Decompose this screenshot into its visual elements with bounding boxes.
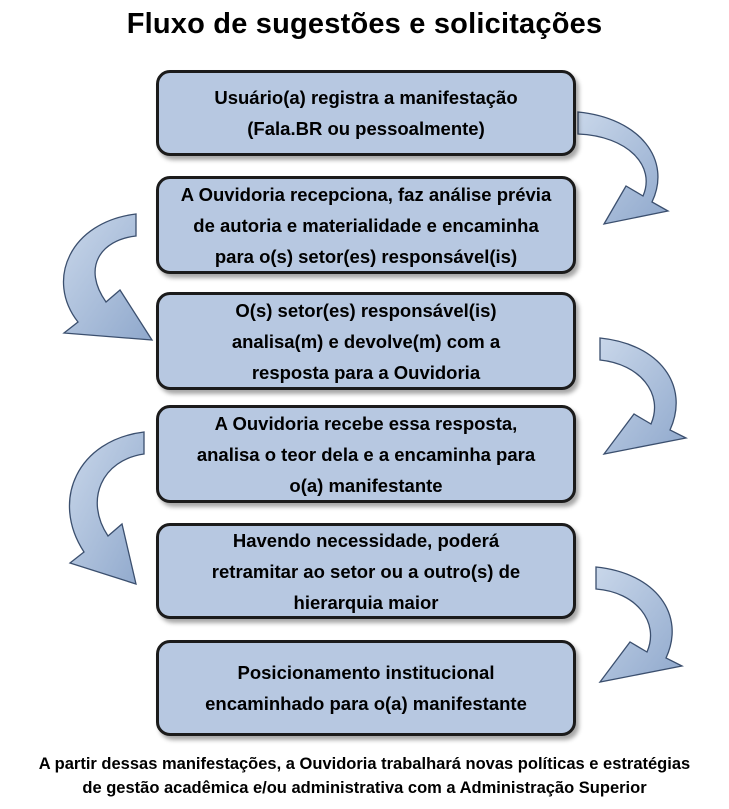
arrow-right-1 bbox=[577, 111, 670, 225]
step-1-text: Usuário(a) registra a manifestação (Fala… bbox=[214, 87, 518, 139]
step-4-box: A Ouvidoria recebe essa resposta, analis… bbox=[156, 405, 576, 503]
step-6-box: Posicionamento institucional encaminhado… bbox=[156, 640, 576, 736]
step-4-text: A Ouvidoria recebe essa resposta, analis… bbox=[196, 412, 536, 496]
step-1-box: Usuário(a) registra a manifestação (Fala… bbox=[156, 70, 576, 156]
arrow-left-1 bbox=[62, 213, 154, 341]
arrow-left-2 bbox=[68, 431, 145, 585]
step-5-text: Havendo necessidade, poderá retramitar a… bbox=[211, 529, 521, 613]
arrow-right-2 bbox=[599, 337, 688, 455]
step-5-box: Havendo necessidade, poderá retramitar a… bbox=[156, 523, 576, 619]
step-3-text: O(s) setor(es) responsável(is) analisa(m… bbox=[231, 299, 501, 383]
step-3-box: O(s) setor(es) responsável(is) analisa(m… bbox=[156, 292, 576, 390]
arrow-right-3 bbox=[595, 566, 684, 683]
footer-note: A partir dessas manifestações, a Ouvidor… bbox=[38, 755, 691, 797]
step-6-text: Posicionamento institucional encaminhado… bbox=[205, 662, 527, 714]
diagram-title: Fluxo de sugestões e solicitações bbox=[126, 8, 603, 40]
step-2-box: A Ouvidoria recepciona, faz análise prév… bbox=[156, 176, 576, 274]
step-2-text: A Ouvidoria recepciona, faz análise prév… bbox=[180, 183, 552, 267]
